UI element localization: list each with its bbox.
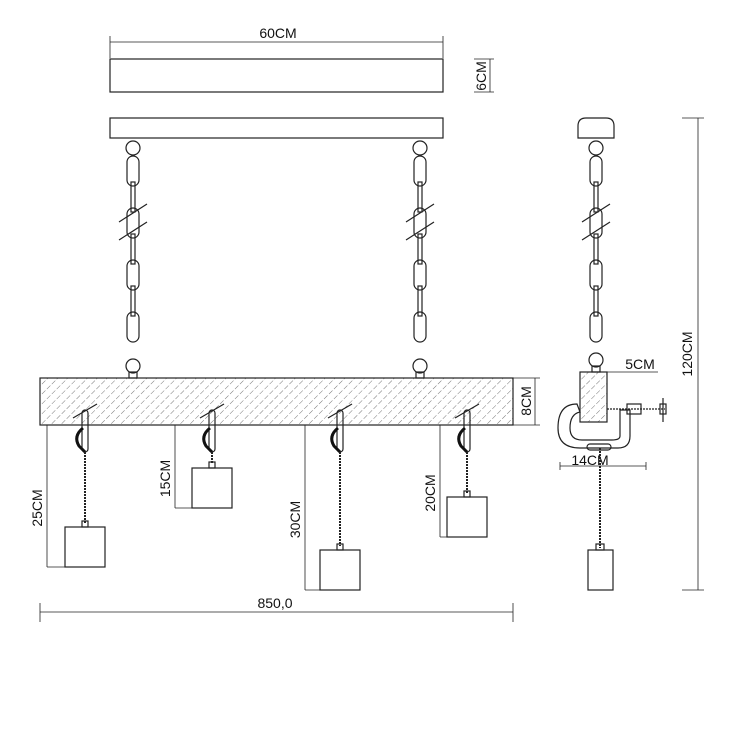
eye-ring xyxy=(125,140,141,156)
beam-cross-section xyxy=(579,371,608,423)
clamp-width-label: 14CM xyxy=(571,452,608,468)
chain-link xyxy=(126,259,140,291)
pendant-3: 30CM xyxy=(287,403,361,591)
lamp-shade xyxy=(64,526,106,568)
chain-link xyxy=(589,207,603,239)
drop-length-label: 30CM xyxy=(287,501,303,538)
break-mark xyxy=(405,221,435,241)
eye-ring xyxy=(588,352,604,368)
total-length-label: 850,0 xyxy=(257,595,292,611)
lamp-shade xyxy=(319,549,361,591)
break-mark xyxy=(118,203,148,223)
front-view: 8CM 25CM 15CM 30CM 20CM 850,0 xyxy=(29,117,540,622)
chain-link xyxy=(126,155,140,187)
lamp-shade xyxy=(191,467,233,509)
chain-link xyxy=(130,285,136,317)
chain-link xyxy=(593,181,599,213)
drop-length-label: 25CM xyxy=(29,489,45,526)
chain-link xyxy=(589,311,603,343)
pendant-1: 25CM xyxy=(29,403,106,568)
chain-link xyxy=(593,285,599,317)
eye-ring xyxy=(412,140,428,156)
drop-length-label: 20CM xyxy=(422,474,438,511)
eye-ring xyxy=(588,140,604,156)
canopy-width-label: 60CM xyxy=(259,25,296,41)
wooden-beam xyxy=(39,377,514,426)
chain-link xyxy=(130,181,136,213)
break-mark xyxy=(405,203,435,223)
lamp-shade xyxy=(446,496,488,538)
beam-height-label: 8CM xyxy=(518,386,534,416)
canopy-top-view: 60CM 6CM xyxy=(109,25,494,93)
chain-link xyxy=(589,155,603,187)
chain-link xyxy=(417,181,423,213)
canopy-height-label: 6CM xyxy=(473,61,489,91)
chain-link xyxy=(593,233,599,265)
c-clamp xyxy=(557,398,667,451)
break-mark xyxy=(581,221,611,241)
chain-link xyxy=(413,259,427,291)
eye-ring xyxy=(412,358,428,374)
pendant-4: 20CM xyxy=(422,403,488,538)
chain-link xyxy=(413,155,427,187)
chain-link xyxy=(417,285,423,317)
canopy xyxy=(109,117,444,139)
chain-link xyxy=(413,207,427,239)
beam-depth-label: 5CM xyxy=(625,356,655,372)
eye-ring xyxy=(125,358,141,374)
side-lamp-shade xyxy=(587,549,614,591)
chain-link xyxy=(126,207,140,239)
break-mark xyxy=(118,221,148,241)
chain-link xyxy=(417,233,423,265)
side-view: 5CM 14CM 120CM xyxy=(557,117,704,591)
total-height-label: 120CM xyxy=(679,331,695,376)
chain-link xyxy=(126,311,140,343)
drop-length-label: 15CM xyxy=(157,460,173,497)
chain-link xyxy=(589,259,603,291)
break-mark xyxy=(581,203,611,223)
chain-link xyxy=(130,233,136,265)
chain-link xyxy=(413,311,427,343)
pendant-2: 15CM xyxy=(157,403,233,509)
